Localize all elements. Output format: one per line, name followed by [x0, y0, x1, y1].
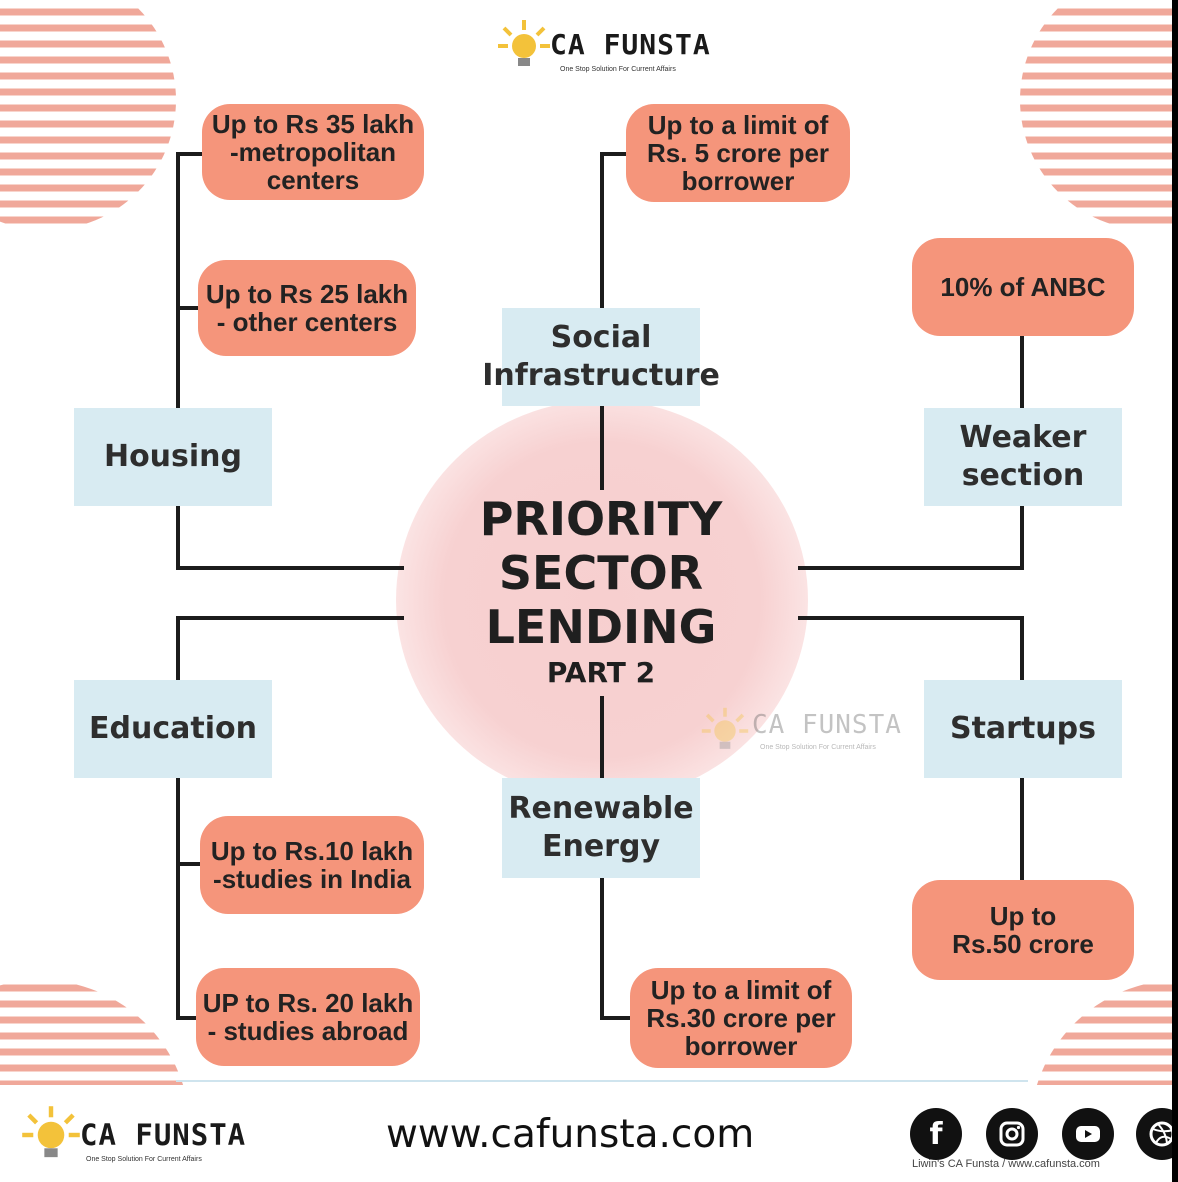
limit-startups: Up to Rs.50 crore [912, 880, 1134, 980]
watermark-logo-name: CA FUNSTA [752, 710, 902, 740]
connector [1020, 506, 1024, 568]
limit-education-abroad: UP to Rs. 20 lakh - studies abroad [196, 968, 420, 1066]
connector [798, 616, 1024, 620]
footer-logo-name: CA FUNSTA [80, 1118, 247, 1152]
connector [600, 1016, 630, 1020]
connector [600, 406, 604, 490]
instagram-icon[interactable] [986, 1108, 1038, 1160]
connector [600, 152, 630, 156]
connector [600, 696, 604, 778]
connector [176, 862, 206, 866]
connector [176, 152, 180, 408]
connector [176, 778, 180, 1018]
connector [1020, 616, 1024, 680]
limit-social-infrastructure: Up to a limit of Rs. 5 crore per borrowe… [626, 104, 850, 202]
youtube-icon[interactable] [1062, 1108, 1114, 1160]
limit-renewable-energy: Up to a limit of Rs.30 crore per borrowe… [630, 968, 852, 1068]
bulb-sun-icon [498, 20, 550, 66]
limit-housing-metro: Up to Rs 35 lakh -metropolitan centers [202, 104, 424, 200]
dribbble-icon[interactable] [1136, 1108, 1178, 1160]
footer-logo-tagline: One Stop Solution For Current Affairs [86, 1156, 202, 1163]
connector [176, 506, 180, 568]
striped-sphere-top-right [1020, 8, 1178, 224]
striped-sphere-top-left [0, 8, 176, 224]
connector [176, 152, 206, 156]
category-weaker-section: Weaker section [924, 408, 1122, 506]
connector [176, 566, 404, 570]
bulb-sun-icon [22, 1106, 80, 1158]
right-edge [1172, 0, 1178, 1182]
limit-education-india: Up to Rs.10 lakh -studies in India [200, 816, 424, 914]
connector [176, 616, 404, 620]
header-logo-tagline: One Stop Solution For Current Affairs [560, 66, 676, 73]
watermark-logo-tagline: One Stop Solution For Current Affairs [760, 744, 876, 751]
category-education: Education [74, 680, 272, 778]
limit-weaker-section: 10% of ANBC [912, 238, 1134, 336]
category-housing: Housing [74, 408, 272, 506]
category-startups: Startups [924, 680, 1122, 778]
connector [176, 1016, 206, 1020]
category-renewable-energy: Renewable Energy [502, 778, 700, 878]
striped-sphere-bottom-right [1030, 984, 1178, 1085]
category-social-infrastructure: Social Infrastructure [482, 308, 720, 406]
connector [176, 306, 206, 310]
diagram-title: PRIORITY SECTOR LENDING [479, 492, 723, 654]
striped-sphere-bottom-left [0, 984, 190, 1085]
footer-divider [176, 1080, 1028, 1082]
diagram-subtitle: PART 2 [546, 656, 656, 689]
bulb-sun-icon [701, 707, 749, 749]
header-logo-name: CA FUNSTA [550, 28, 711, 61]
watermark-logo: CA FUNSTA One Stop Solution For Current … [700, 704, 914, 760]
header-logo: CA FUNSTA One Stop Solution For Current … [496, 14, 726, 80]
social-caption: Liwin's CA Funsta / www.cafunsta.com [912, 1158, 1100, 1170]
footer-logo: CA FUNSTA One Stop Solution For Current … [20, 1098, 260, 1172]
connector [798, 566, 1024, 570]
footer-website[interactable]: www.cafunsta.com [386, 1112, 755, 1157]
connector [176, 616, 180, 680]
connector [600, 152, 604, 308]
connector [1020, 778, 1024, 882]
facebook-icon[interactable]: f [910, 1108, 962, 1160]
limit-housing-other: Up to Rs 25 lakh - other centers [198, 260, 416, 356]
connector [1020, 336, 1024, 408]
connector [600, 878, 604, 1018]
